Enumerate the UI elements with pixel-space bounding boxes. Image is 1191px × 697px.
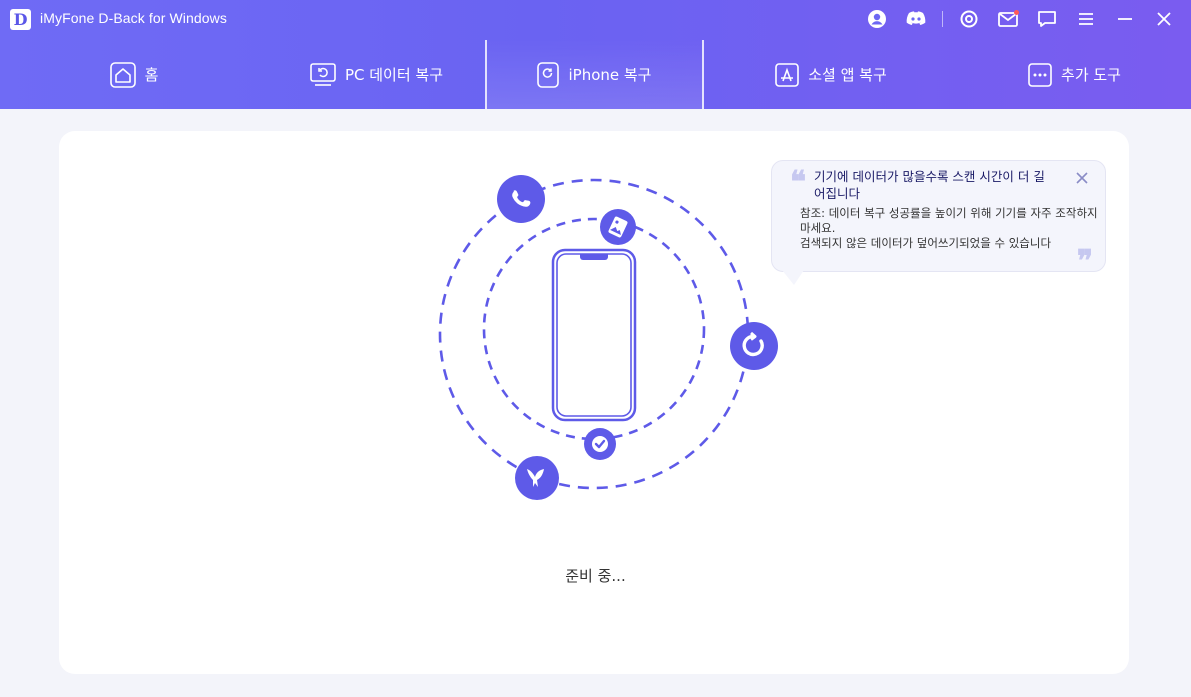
feedback-icon[interactable] — [1034, 6, 1060, 32]
tip-title: 기기에 데이터가 많을수록 스캔 시간이 더 길어집니다 — [814, 169, 1045, 201]
app-bird-icon — [515, 456, 559, 500]
scan-animation — [430, 165, 778, 505]
notification-dot — [1014, 10, 1019, 15]
close-quote-icon: ❞ — [1076, 244, 1093, 279]
discord-icon[interactable] — [903, 6, 929, 32]
phone-illustration — [551, 248, 637, 422]
minimize-icon[interactable] — [1112, 6, 1138, 32]
home-icon — [109, 61, 136, 88]
menu-icon[interactable] — [1073, 6, 1099, 32]
tab-social-app-recovery[interactable]: 소셜 앱 복구 — [704, 40, 958, 109]
pc-recovery-icon — [310, 62, 336, 88]
tab-pc-recovery[interactable]: PC 데이터 복구 — [268, 40, 485, 109]
mail-icon[interactable] — [995, 6, 1021, 32]
tip-close-icon[interactable] — [1074, 170, 1090, 186]
more-tools-icon — [1028, 62, 1052, 87]
open-quote-icon: ❝ — [790, 165, 807, 200]
app-header: D iMyFone D-Back for Windows — [0, 0, 1191, 109]
titlebar-icons — [851, 6, 1177, 32]
check-icon — [584, 428, 616, 460]
settings-icon[interactable] — [956, 6, 982, 32]
phone-call-icon — [497, 175, 545, 223]
tab-home-label: 홈 — [144, 66, 159, 84]
close-icon[interactable] — [1151, 6, 1177, 32]
titlebar-separator — [942, 11, 943, 27]
tab-iphone-recovery-label: iPhone 복구 — [568, 66, 652, 84]
main-tabs: 홈 PC 데이터 복구 iPhone 복구 소셜 앱 복구 추가 도구 — [0, 40, 1191, 109]
app-logo: D — [10, 9, 31, 30]
tip-body-line-1: 참조: 데이터 복구 성공률을 높이기 위해 기기를 자주 조작하지 마세요. — [800, 206, 1098, 235]
tip-tail — [782, 270, 804, 285]
app-store-icon — [775, 62, 800, 87]
app-title: iMyFone D-Back for Windows — [40, 10, 227, 26]
inner-orbit — [482, 217, 706, 441]
tab-home[interactable]: 홈 — [0, 40, 268, 109]
title-bar: D iMyFone D-Back for Windows — [0, 0, 1191, 40]
sync-icon — [730, 322, 778, 370]
iphone-recovery-icon — [537, 61, 560, 88]
tab-pc-recovery-label: PC 데이터 복구 — [344, 66, 444, 84]
account-icon[interactable] — [864, 6, 890, 32]
tip-body: 참조: 데이터 복구 성공률을 높이기 위해 기기를 자주 조작하지 마세요. … — [800, 206, 1100, 251]
tab-social-app-recovery-label: 소셜 앱 복구 — [808, 66, 887, 84]
tab-more-tools[interactable]: 추가 도구 — [958, 40, 1191, 109]
tab-iphone-recovery[interactable]: iPhone 복구 — [485, 40, 704, 109]
photo-icon — [600, 209, 636, 245]
status-text: 준비 중... — [565, 567, 626, 585]
tab-more-tools-label: 추가 도구 — [1061, 66, 1121, 84]
scan-tip-popover: ❝ 기기에 데이터가 많을수록 스캔 시간이 더 길어집니다 참조: 데이터 복… — [771, 160, 1106, 285]
tip-body-line-2: 검색되지 않은 데이터가 덮어쓰기되었을 수 있습니다 — [800, 236, 1052, 250]
